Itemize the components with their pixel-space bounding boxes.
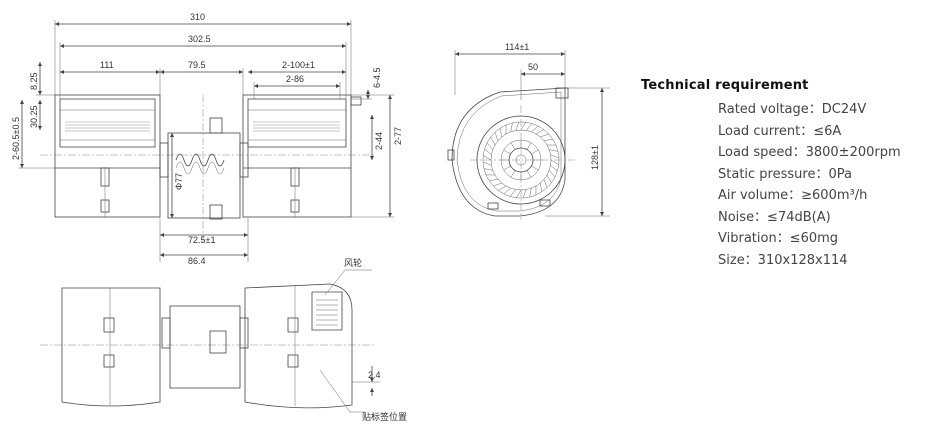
impeller-blade (484, 148, 492, 155)
impeller-blade (509, 189, 516, 197)
spec-vibration: Vibration：≤60mg (718, 231, 839, 246)
impeller-blade (550, 165, 558, 172)
dim-phi77: Φ77 (174, 173, 184, 190)
impeller-blade (543, 179, 548, 188)
impeller-blade (486, 142, 493, 150)
side-view: 114±1 50 128±1 (447, 42, 610, 220)
dim-302: 302.5 (188, 34, 211, 44)
front-view: 310 302.5 111 79.5 2-100±1 2-86 6-4.5 8.… (11, 12, 403, 266)
left-blower-housing (54, 94, 161, 218)
impeller-blade (549, 149, 559, 152)
spec-noise: Noise：≤74dB(A) (718, 209, 831, 225)
impeller-blade (483, 161, 492, 166)
spec-size: Size：310x128x114 (718, 252, 848, 268)
dim-86: 2-86 (286, 74, 304, 84)
dim-44: 2-44 (374, 132, 384, 150)
spec-static-pressure: Static pressure：0Pa (718, 166, 852, 182)
hub-rib (503, 149, 511, 155)
dim-6-45: 6-4.5 (372, 67, 382, 88)
front-dimensions (18, 20, 394, 262)
spec-air-volume: Air volume：≥600m³/h (718, 188, 868, 203)
right-blower-housing (242, 94, 362, 218)
hub-rib (510, 170, 516, 178)
hub-rib (526, 142, 532, 150)
impeller-blade (494, 132, 499, 141)
impeller-blade (531, 125, 539, 132)
impeller-blade (516, 189, 522, 198)
technical-requirement-panel: Technical requirement Rated voltage：DC24… (641, 78, 901, 271)
motor (159, 117, 249, 220)
dim-605: 2-60.5±0.5 (11, 117, 21, 160)
spec-list: Rated voltage：DC24V Load current：≤6A Loa… (641, 99, 901, 271)
impeller-blade (546, 174, 552, 183)
impeller-blade (503, 188, 511, 195)
impeller-blade (515, 122, 520, 131)
impeller-blade (489, 179, 499, 182)
impeller-blade (543, 138, 553, 141)
label-position-label: 贴标签位置 (362, 411, 407, 423)
spec-rated-voltage: Rated voltage：DC24V (718, 102, 867, 117)
spec-load-speed: Load speed：3800±200rpm (718, 145, 901, 160)
hub-rib (531, 165, 539, 171)
impeller-blade (483, 168, 493, 171)
spec-load-current: Load current：≤6A (718, 123, 842, 139)
dim-128: 128±1 (590, 145, 600, 170)
impeller-blade (535, 129, 544, 135)
impeller-blade (522, 189, 527, 198)
impeller-blade (550, 154, 559, 159)
dim-79: 79.5 (188, 60, 206, 70)
impeller-blade (529, 188, 532, 198)
impeller-blade (510, 122, 513, 132)
impeller-blade (499, 128, 502, 138)
impeller-blade (490, 137, 496, 146)
dim-77v: 2-77 (393, 127, 403, 145)
impeller-blade (520, 122, 526, 131)
impeller-label: 风轮 (344, 257, 362, 269)
hub-rib (526, 170, 532, 178)
dim-24: 2.4 (368, 370, 381, 380)
impeller-blade (498, 185, 507, 191)
dim-111: 111 (100, 60, 114, 70)
spec-title: Technical requirement (641, 78, 809, 93)
hub-rib (510, 142, 516, 150)
dim-864: 86.4 (188, 256, 206, 266)
impeller-blade (493, 182, 502, 187)
impeller-blade (526, 123, 533, 131)
impeller-blades (483, 122, 559, 198)
dim-100: 2-100±1 (282, 60, 315, 70)
dim-50: 50 (528, 62, 538, 72)
hub-rib (503, 165, 511, 171)
dim-3025: 30.25 (29, 105, 39, 128)
dim-overall: 310 (190, 12, 205, 22)
impeller-blade (540, 133, 549, 138)
impeller-blade (483, 155, 492, 161)
dim-114: 114±1 (505, 42, 529, 52)
impeller-blade (549, 170, 556, 178)
hub-rib (531, 149, 539, 155)
dim-825: 8.25 (29, 72, 39, 90)
bottom-view: 风轮 贴标签位置 2.4 (40, 257, 407, 423)
impeller-blade (550, 159, 559, 165)
impeller-blade (540, 182, 543, 192)
dim-725: 72.5±1 (188, 235, 215, 245)
